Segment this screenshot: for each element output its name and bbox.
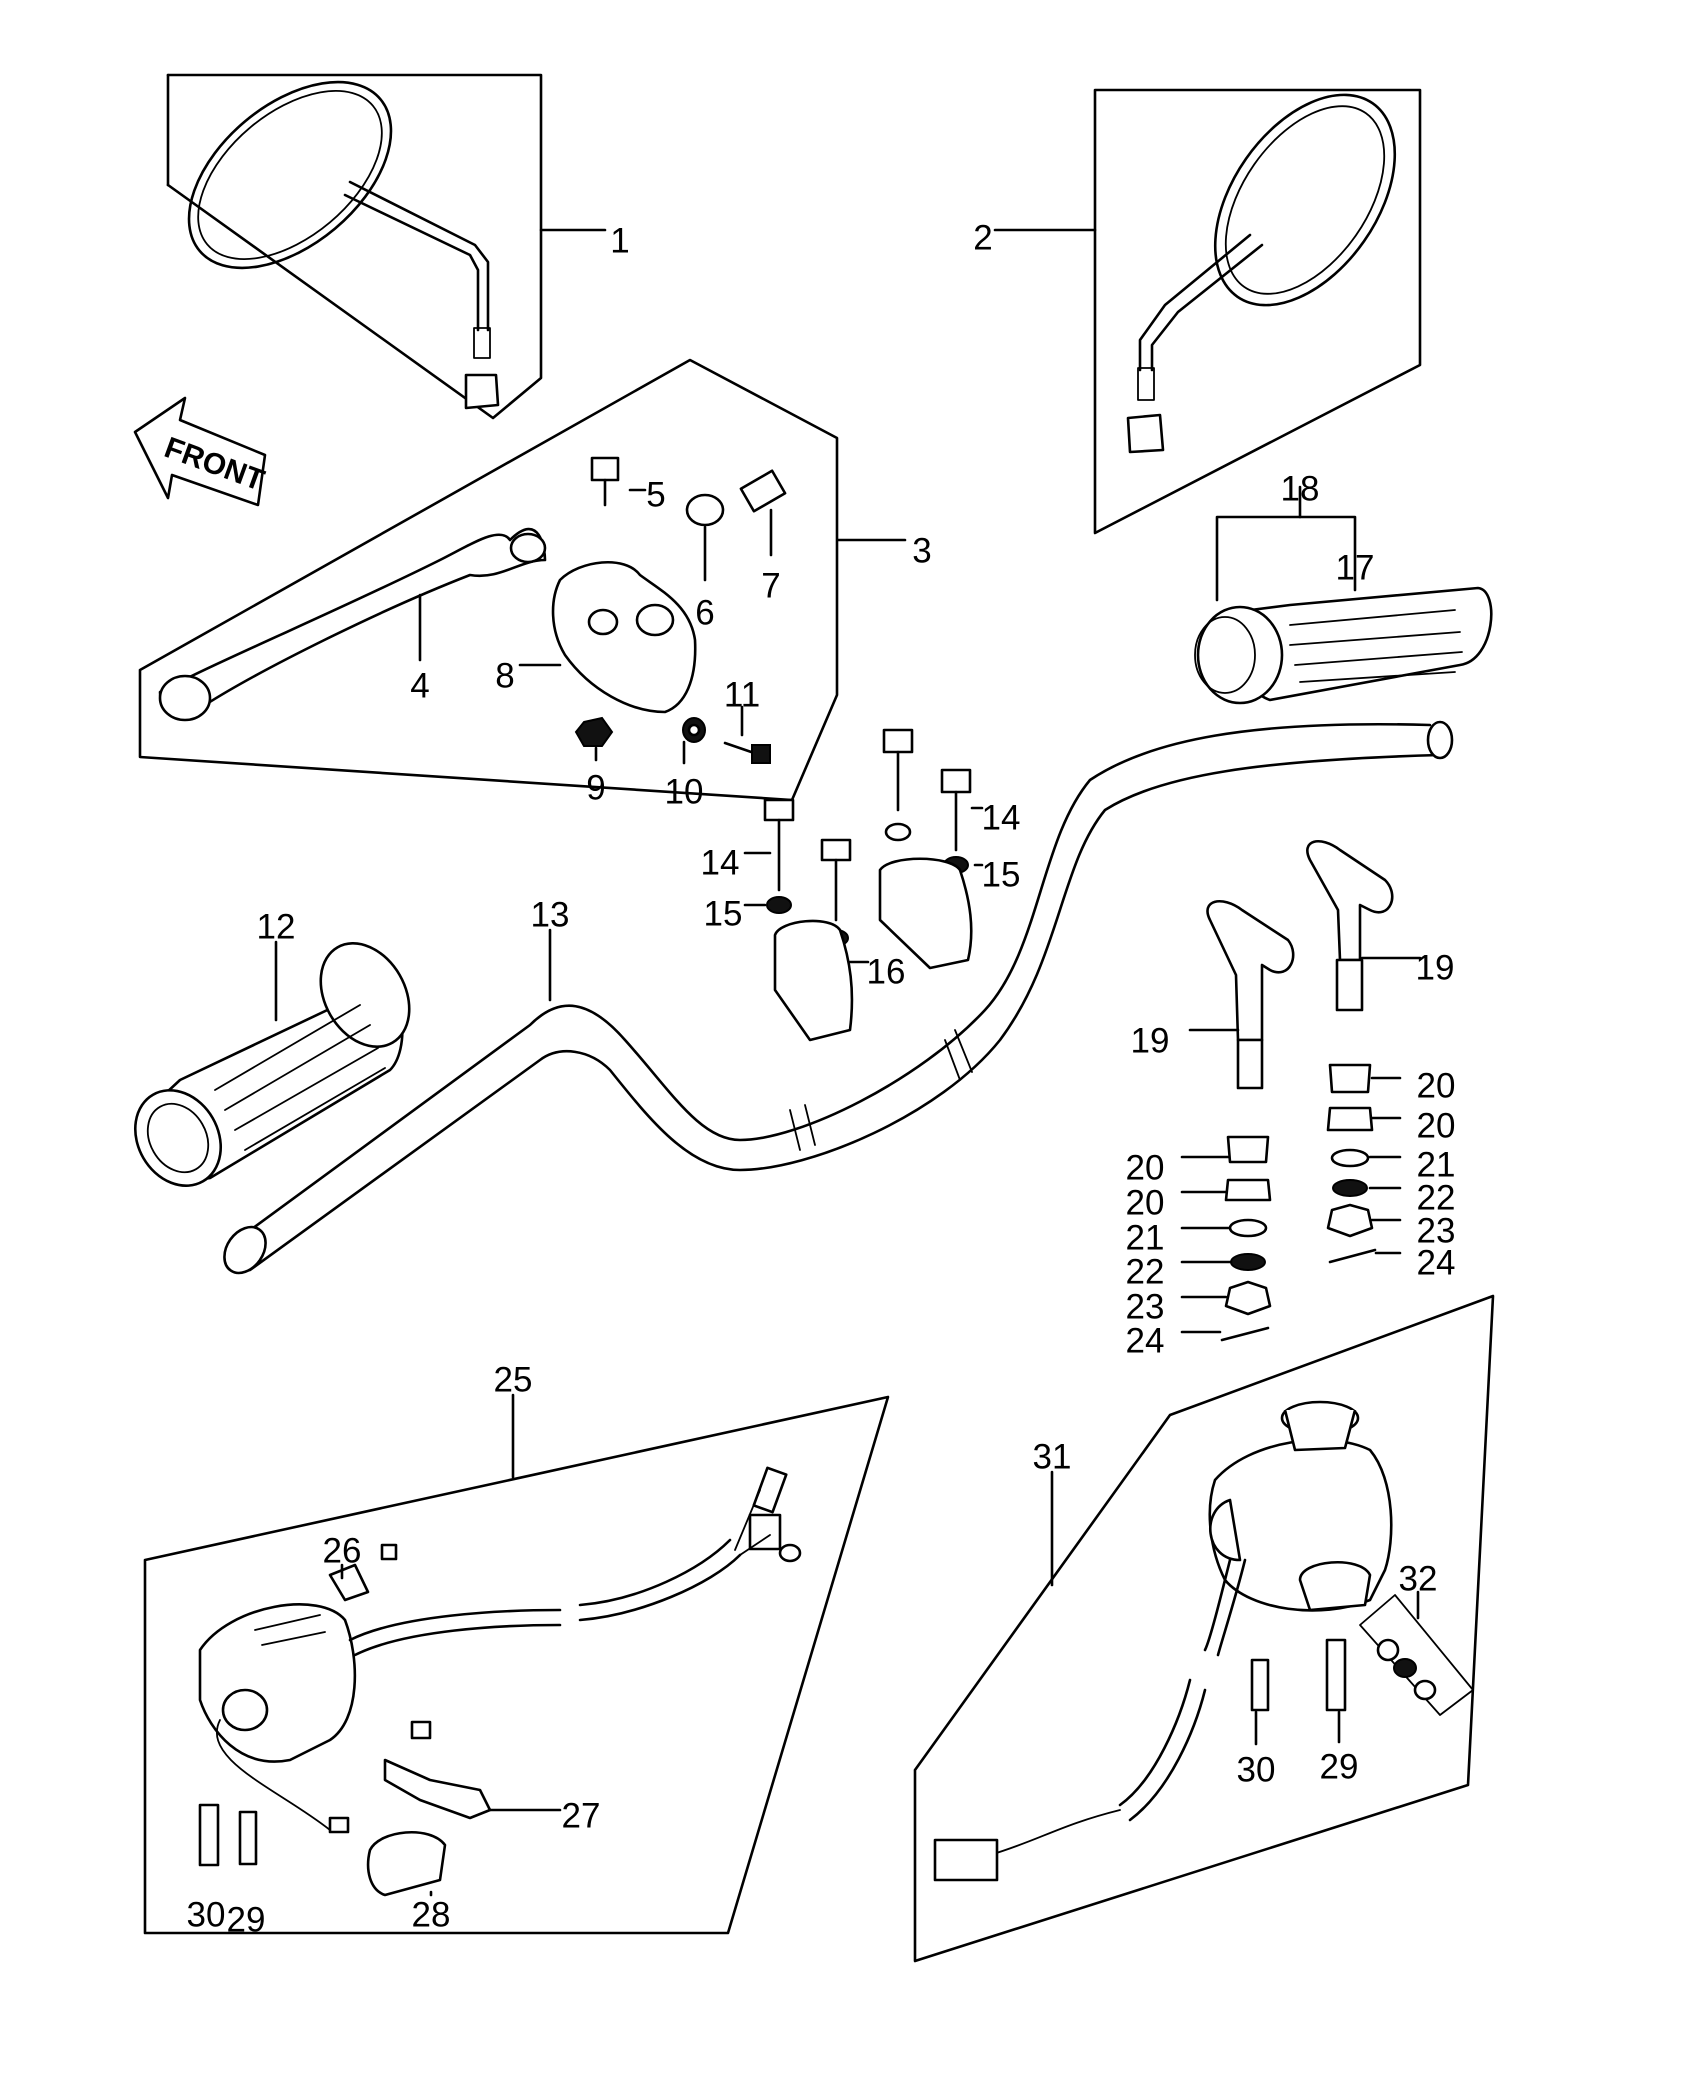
callout-c22a: 22 (1417, 1178, 1456, 1217)
callout-c15b: 15 (982, 855, 1021, 894)
callout-c9: 9 (586, 768, 605, 807)
callout-c28: 28 (412, 1895, 451, 1934)
callout-c14b: 14 (982, 798, 1021, 837)
callout-c21a: 21 (1417, 1145, 1456, 1184)
left-mirror (166, 73, 543, 420)
callout-c23b: 23 (1126, 1287, 1165, 1326)
callout-c21b: 21 (1126, 1218, 1165, 1257)
callout-c29b: 29 (1320, 1747, 1359, 1786)
callout-c30a: 30 (187, 1895, 226, 1934)
callout-c30b: 30 (1237, 1750, 1276, 1789)
callout-c18: 18 (1281, 469, 1320, 508)
callout-c20b: 20 (1417, 1106, 1456, 1145)
callout-c11: 11 (724, 675, 760, 714)
left-switch-assembly (143, 1395, 890, 1935)
front-direction-arrow: FRONT (133, 396, 269, 507)
callout-c6: 6 (695, 593, 714, 632)
callout-c25: 25 (494, 1360, 533, 1399)
right-switch-assembly (913, 1294, 1495, 1963)
handlebar (223, 720, 1454, 1275)
callout-c26: 26 (323, 1531, 362, 1570)
callout-c24a: 24 (1417, 1243, 1456, 1282)
left-grip (133, 942, 411, 1187)
callout-c15a: 15 (704, 894, 743, 933)
callout-c24b: 24 (1126, 1321, 1165, 1360)
callout-c19a: 19 (1416, 948, 1455, 987)
callout-c20a: 20 (1417, 1066, 1456, 1105)
callout-c14a: 14 (701, 843, 740, 882)
callout-c20c: 20 (1126, 1148, 1165, 1187)
callout-c4: 4 (410, 666, 429, 705)
callout-c19b: 19 (1131, 1021, 1170, 1060)
callout-c16: 16 (867, 952, 906, 991)
callout-c5: 5 (646, 475, 665, 514)
callout-c8: 8 (495, 656, 514, 695)
handlebar-clamps (763, 728, 973, 1042)
callout-c31: 31 (1033, 1437, 1072, 1476)
callout-c12: 12 (257, 907, 296, 946)
callout-c32: 32 (1399, 1559, 1438, 1598)
callout-c2: 2 (973, 218, 992, 257)
right-mirror (1093, 88, 1422, 535)
right-grip (1194, 586, 1493, 705)
callout-c20d: 20 (1126, 1183, 1165, 1222)
clutch-lever-assembly (138, 358, 839, 802)
handlebar-holders (1206, 840, 1394, 1090)
callout-c13: 13 (531, 895, 570, 934)
callout-c10: 10 (665, 772, 704, 811)
callout-c27: 27 (562, 1796, 601, 1835)
mounting-hardware (1220, 1063, 1377, 1342)
callout-c29a: 29 (227, 1900, 266, 1939)
callout-c3: 3 (912, 531, 931, 570)
callout-c1: 1 (610, 221, 629, 260)
callout-c17: 17 (1336, 548, 1375, 587)
callout-c22b: 22 (1126, 1252, 1165, 1291)
callout-c7: 7 (761, 566, 780, 605)
callout-c23a: 23 (1417, 1211, 1456, 1250)
